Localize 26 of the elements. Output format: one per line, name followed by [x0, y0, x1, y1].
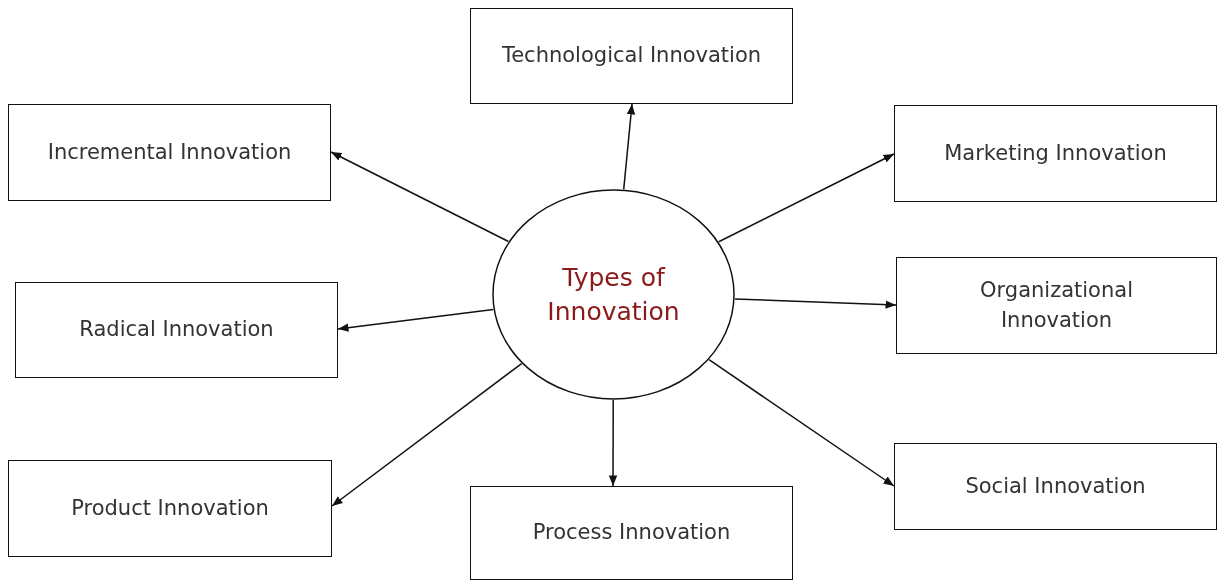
node-label: Organizational Innovation	[979, 277, 1134, 334]
arrow	[337, 308, 494, 332]
node-label: Radical Innovation	[79, 316, 274, 344]
arrow	[718, 153, 895, 243]
node-label: Product Innovation	[71, 494, 269, 522]
arrow	[330, 151, 510, 243]
category-box	[470, 8, 793, 104]
node-label: Process Innovation	[532, 519, 731, 547]
node-label: Types of Innovation	[546, 261, 681, 328]
arrow	[708, 358, 895, 487]
arrow	[622, 103, 636, 191]
category-box	[894, 443, 1217, 530]
node-label: Marketing Innovation	[944, 139, 1167, 167]
node-label: Incremental Innovation	[47, 138, 292, 166]
topic-ellipse	[492, 189, 735, 400]
arrow	[331, 362, 523, 507]
category-box	[8, 460, 332, 557]
node-label: Technological Innovation	[501, 42, 762, 70]
arrow	[608, 399, 618, 487]
arrow	[734, 298, 897, 309]
category-box	[894, 105, 1217, 202]
category-box	[8, 104, 331, 201]
category-box	[15, 282, 338, 378]
category-box	[896, 257, 1217, 354]
category-box	[470, 486, 793, 580]
node-label: Social Innovation	[965, 472, 1146, 500]
